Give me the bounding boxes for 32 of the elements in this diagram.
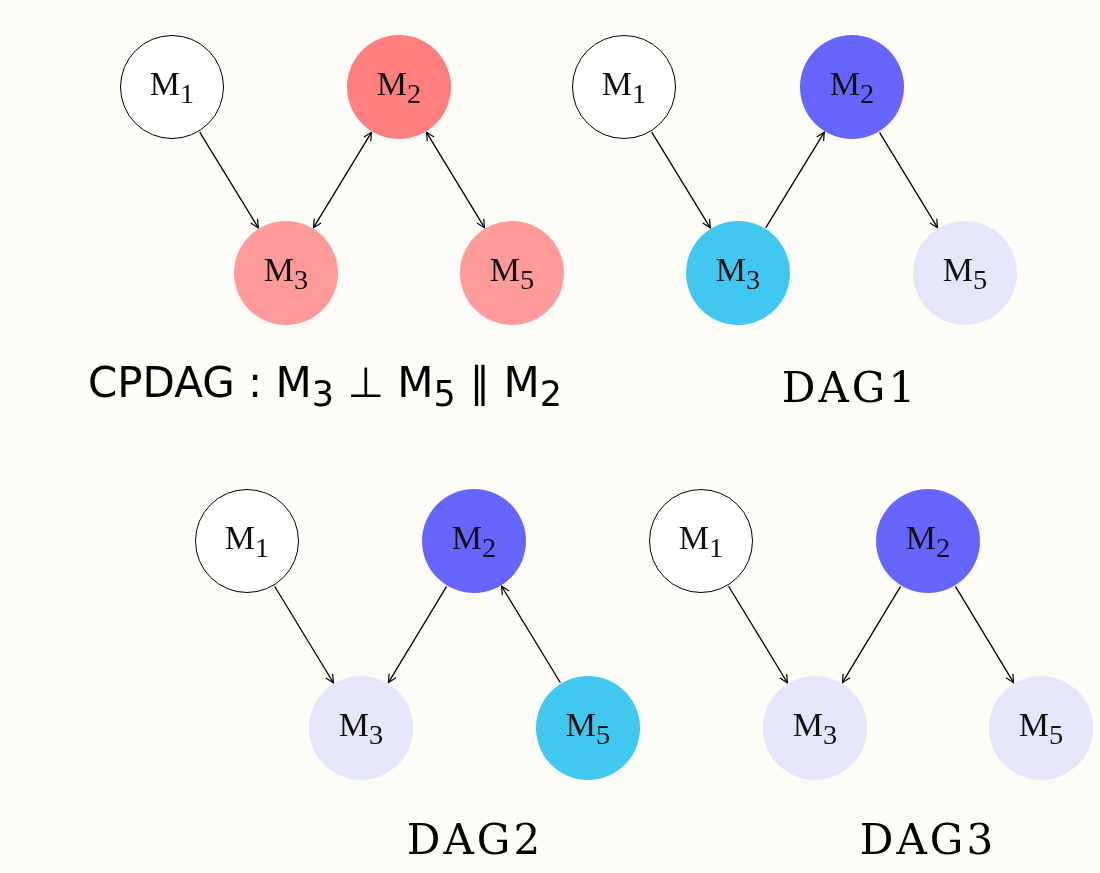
node-circle: M$_{1}$	[572, 35, 676, 139]
node-circle: M$_{5}$	[536, 676, 640, 780]
node-circle: M$_{5}$	[460, 221, 564, 325]
arrow	[954, 585, 1015, 684]
arrow	[387, 585, 448, 684]
arrow	[878, 131, 939, 229]
node-circle: M$_{5}$	[989, 676, 1093, 780]
node-circle: M$_{2}$	[422, 489, 526, 593]
node-circle: M$_{3}$	[686, 221, 790, 325]
arrow	[273, 585, 335, 684]
arrow	[199, 131, 259, 229]
arrow	[312, 131, 373, 229]
node-circle: M$_{1}$	[120, 35, 224, 139]
node-circle: M$_{2}$	[876, 489, 980, 593]
node-circle: M$_{1}$	[195, 489, 299, 593]
arrow	[841, 585, 902, 684]
graph-caption: DAG2	[406, 815, 544, 864]
node-circle: M$_{3}$	[763, 676, 867, 780]
node-circle: M$_{3}$	[234, 221, 338, 325]
graph-caption: DAG1	[781, 363, 919, 412]
arrow	[765, 131, 825, 229]
arrow	[651, 131, 711, 229]
node-circle: M$_{5}$	[913, 221, 1017, 325]
arrow	[500, 585, 562, 684]
node-circle: M$_{2}$	[347, 35, 451, 139]
arrow	[425, 131, 486, 229]
node-circle: M$_{2}$	[800, 35, 904, 139]
arrow	[727, 585, 789, 684]
graph-caption: DAG3	[859, 815, 997, 864]
node-circle: M$_{3}$	[309, 676, 413, 780]
graph-caption: CPDAG : M$_{3}$ ⊥ M$_{5}$ ∥ M$_{2}$	[87, 358, 563, 415]
node-circle: M$_{1}$	[649, 489, 753, 593]
